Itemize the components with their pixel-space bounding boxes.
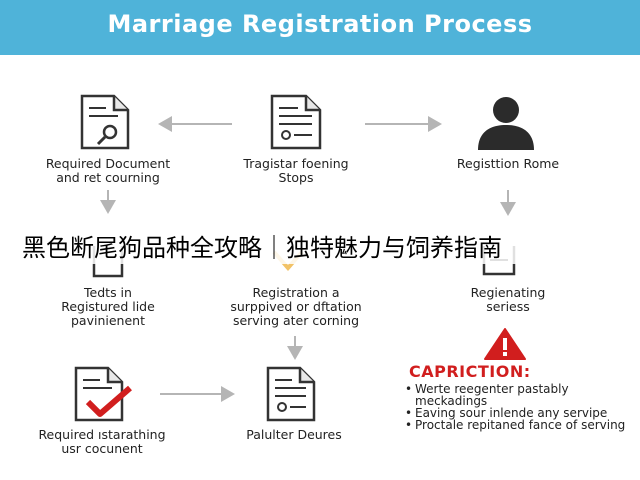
warning-icon (484, 328, 526, 360)
caption-item: Eaving sour inlende any servipe (405, 407, 635, 419)
caption-item: Werte reegenter pastably meckadings (405, 383, 635, 407)
page-title: Marriage Registration Process (107, 10, 533, 38)
document-stamp-icon (270, 94, 322, 150)
step-label-required-istarathing: Required ıstarathing usr cocunent (38, 427, 166, 456)
caption-item: Proctale repitaned fance of serving (405, 419, 635, 431)
step-label-registration-a: Registration a surppived or dftation ser… (230, 285, 362, 328)
caption-list: Werte reegenter pastably meckadings Eavi… (405, 383, 635, 431)
caption-title: CAPRICTION: (409, 362, 531, 381)
document-search-icon (80, 94, 130, 150)
person-icon (478, 97, 534, 150)
step-label-palulter-deures: Palulter Deures (246, 427, 342, 442)
overlay-banner: 黑色断尾狗品种全攻略｜独特魅力与饲养指南 (0, 224, 640, 264)
document-icon (266, 366, 316, 422)
step-label-required-document: Required Document and ret courning (45, 156, 171, 185)
step-label-registtion-rome: Registtion Rome (456, 156, 560, 171)
document-checkmark-icon (74, 366, 132, 422)
header-banner: Marriage Registration Process (0, 0, 640, 55)
step-label-tedts: Tedts in Registured lide pavinienent (61, 285, 155, 328)
step-label-tragistar: Tragistar foening Stops (243, 156, 349, 185)
step-label-regienating: Regienating seriess (470, 285, 546, 314)
overlay-text: 黑色断尾狗品种全攻略｜独特魅力与饲养指南 (22, 234, 502, 262)
